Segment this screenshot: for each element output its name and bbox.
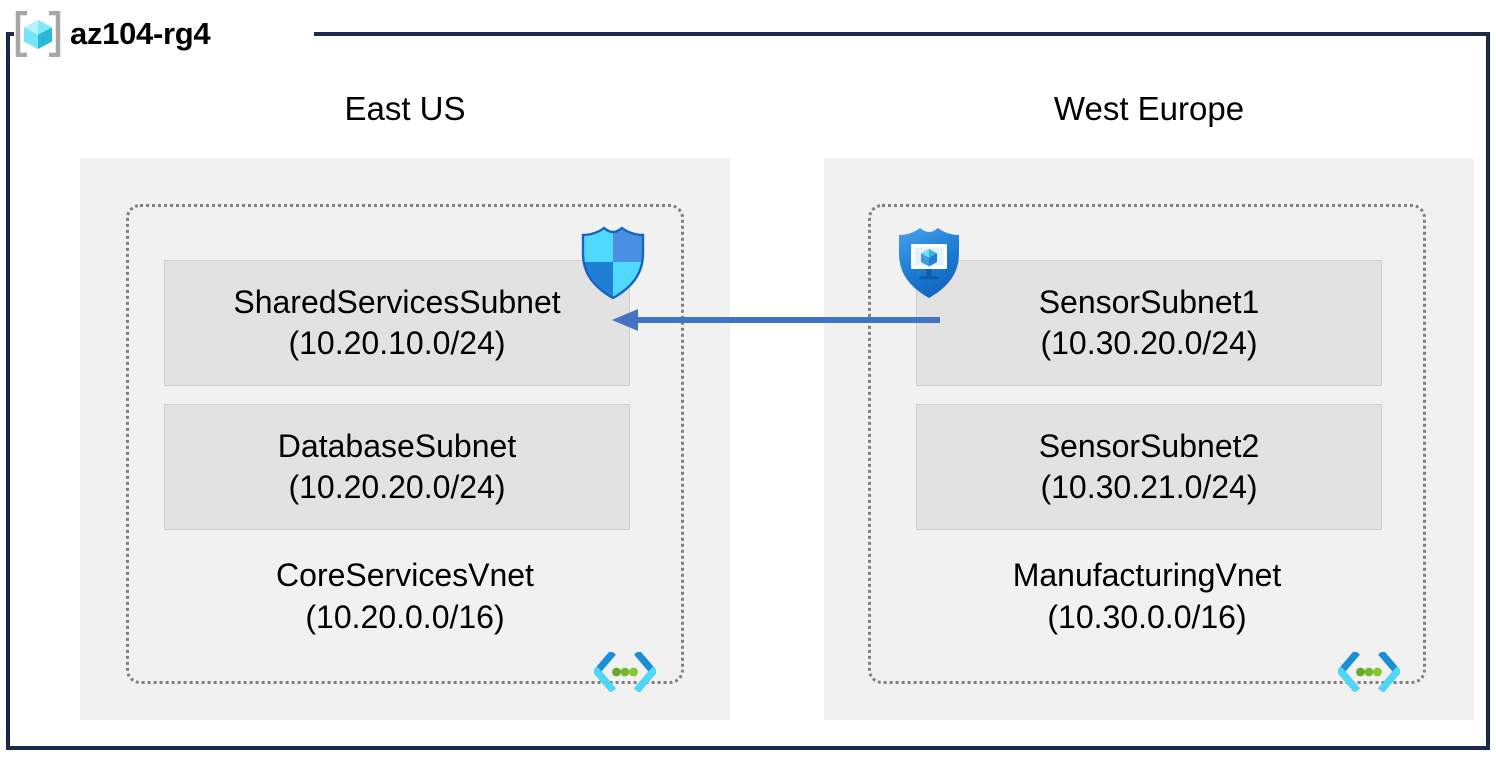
subnet-cidr-sensorsubnet2: (10.30.21.0/24) xyxy=(1040,469,1258,505)
resource-group-frame xyxy=(6,32,1490,750)
resource-group-name: az104-rg4 xyxy=(70,16,211,51)
vnet-name-manufacturingvnet: ManufacturingVnet xyxy=(1012,556,1282,593)
vnet-coreservicesvnet: CoreServicesVnet (10.20.0.0/16) xyxy=(126,204,684,684)
subnet-cidr-sharedservicessubnet: (10.20.10.0/24) xyxy=(288,325,506,361)
subnet-databasesubnet: DatabaseSubnet (10.20.20.0/24) xyxy=(164,404,630,530)
vnet-caption-manufacturingvnet: ManufacturingVnet (10.30.0.0/16) xyxy=(871,554,1423,639)
subnet-name-sensorsubnet1: SensorSubnet1 xyxy=(1038,284,1260,321)
security-shield-icon xyxy=(580,225,646,300)
vnet-manufacturingvnet: ManufacturingVnet (10.30.0.0/16) xyxy=(868,204,1426,684)
subnet-sensorsubnet2: SensorSubnet2 (10.30.21.0/24) xyxy=(916,404,1382,530)
resource-group-cube-icon xyxy=(14,10,62,58)
vnet-name-coreservicesvnet: CoreServicesVnet xyxy=(276,556,534,593)
vnet-cidr-coreservicesvnet: (10.20.0.0/16) xyxy=(305,599,505,636)
defender-shield-monitor-icon xyxy=(896,225,962,299)
vnet-caption-coreservicesvnet: CoreServicesVnet (10.20.0.0/16) xyxy=(129,554,681,639)
region-label-eastus: East US xyxy=(344,90,466,127)
virtual-network-icon xyxy=(1336,650,1402,693)
subnet-name-sharedservicessubnet: SharedServicesSubnet xyxy=(233,284,561,321)
subnet-sensorsubnet1: SensorSubnet1 (10.30.20.0/24) xyxy=(916,260,1382,386)
subnet-cidr-databasesubnet: (10.20.20.0/24) xyxy=(288,469,506,505)
subnet-name-databasesubnet: DatabaseSubnet xyxy=(277,428,517,465)
region-label-westeurope: West Europe xyxy=(1053,90,1245,127)
resource-group-header: az104-rg4 xyxy=(14,8,211,60)
subnet-cidr-sensorsubnet1: (10.30.20.0/24) xyxy=(1040,325,1258,361)
vnet-cidr-manufacturingvnet: (10.30.0.0/16) xyxy=(1047,599,1247,636)
subnet-name-sensorsubnet2: SensorSubnet2 xyxy=(1038,428,1260,465)
subnet-sharedservicessubnet: SharedServicesSubnet (10.20.10.0/24) xyxy=(164,260,630,386)
virtual-network-icon xyxy=(592,650,658,693)
resource-group-label-gap xyxy=(14,16,314,50)
